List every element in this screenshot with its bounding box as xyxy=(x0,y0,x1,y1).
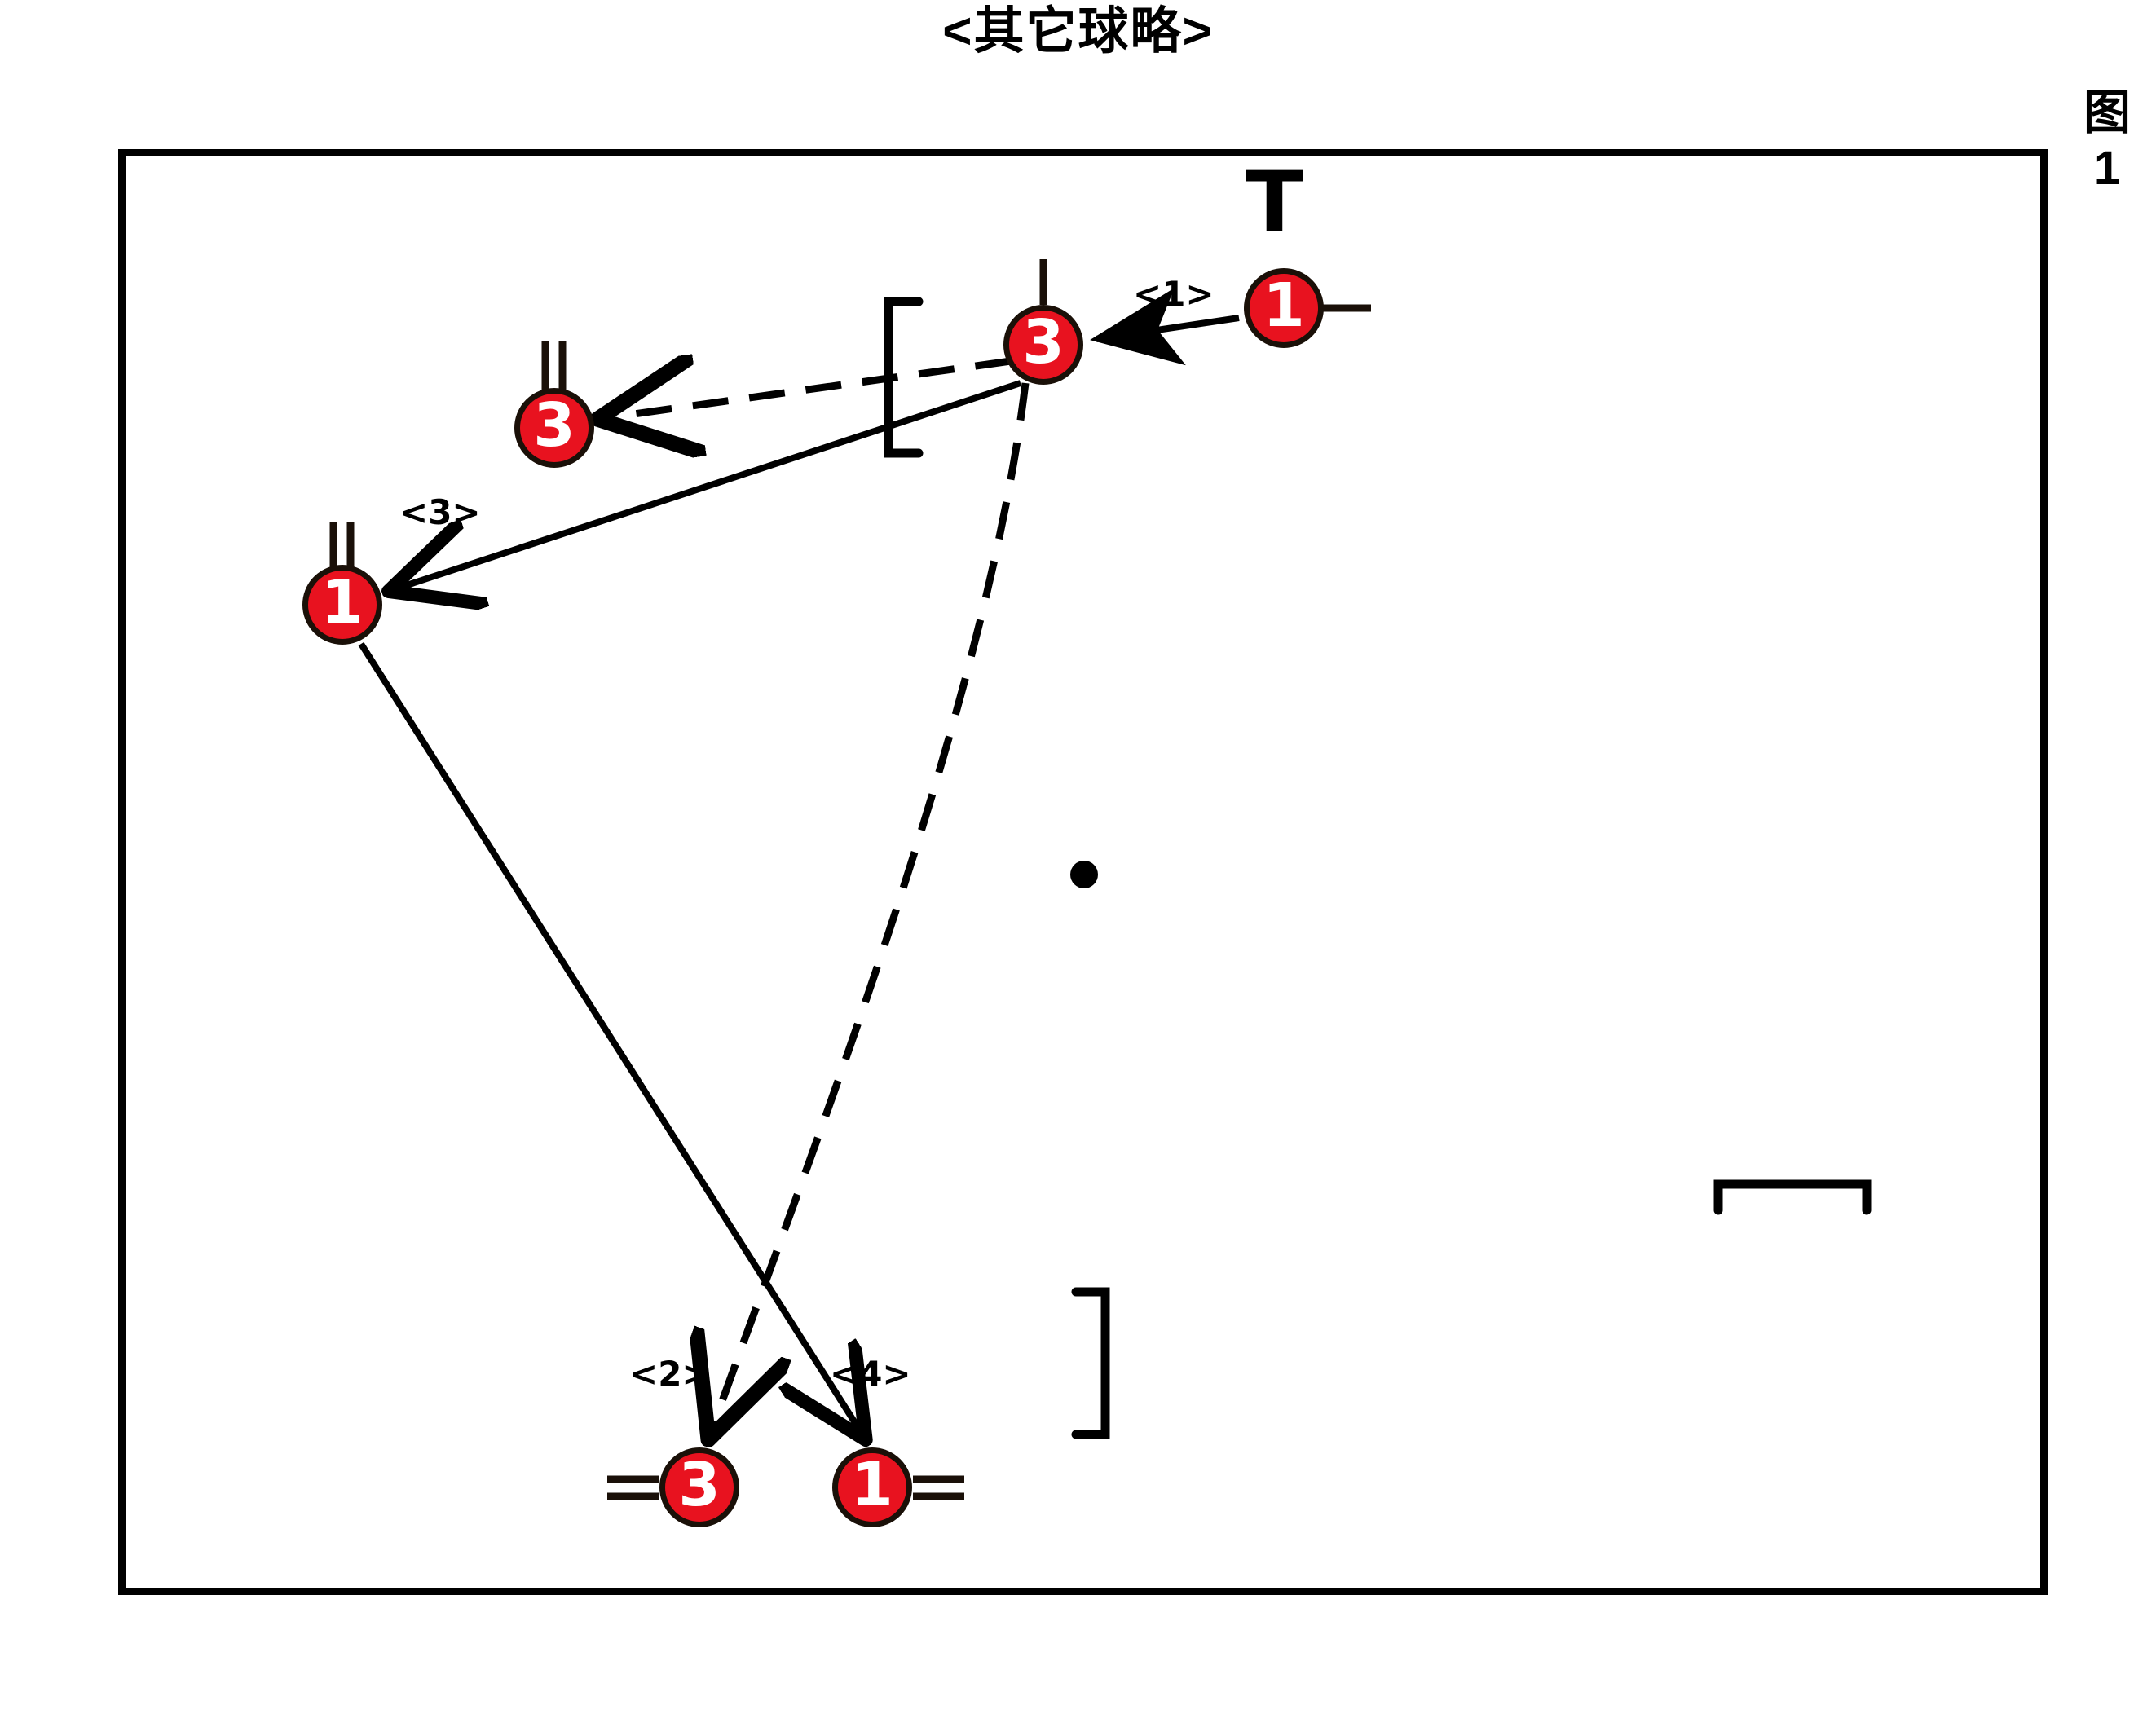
ball-top-1[interactable]: 1 xyxy=(1244,268,1324,348)
page-title: <其它球略> xyxy=(942,3,1214,59)
ball-upper-3[interactable]: 3 xyxy=(514,388,594,468)
shot-label-1: <1> xyxy=(1133,274,1215,314)
figure-label: 图 1 xyxy=(2062,86,2152,197)
ball-bottom-3[interactable]: 3 xyxy=(659,1447,739,1527)
ball-left-1-number: 1 xyxy=(321,567,364,637)
ball-upper-3-number: 3 xyxy=(533,390,575,460)
figure-number: 1 xyxy=(2093,142,2121,196)
shot-label-4: <4> xyxy=(830,1354,911,1394)
ball-bottom-1[interactable]: 1 xyxy=(832,1447,912,1527)
ball-bottom-1-number: 1 xyxy=(851,1450,893,1520)
ball-top-3-number: 3 xyxy=(1022,307,1065,377)
ball-top-1-number: 1 xyxy=(1263,271,1305,341)
rink-frame xyxy=(118,149,2048,1595)
ball-top-3[interactable]: 3 xyxy=(1003,305,1083,385)
jack-t-marker: T xyxy=(1246,152,1303,252)
ball-left-1[interactable]: 1 xyxy=(302,565,382,645)
shot-label-2: <2> xyxy=(629,1354,711,1394)
shot-label-3: <3> xyxy=(399,492,481,532)
ball-bottom-3-number: 3 xyxy=(678,1450,721,1520)
figure-label-text: 图 xyxy=(2083,86,2131,139)
